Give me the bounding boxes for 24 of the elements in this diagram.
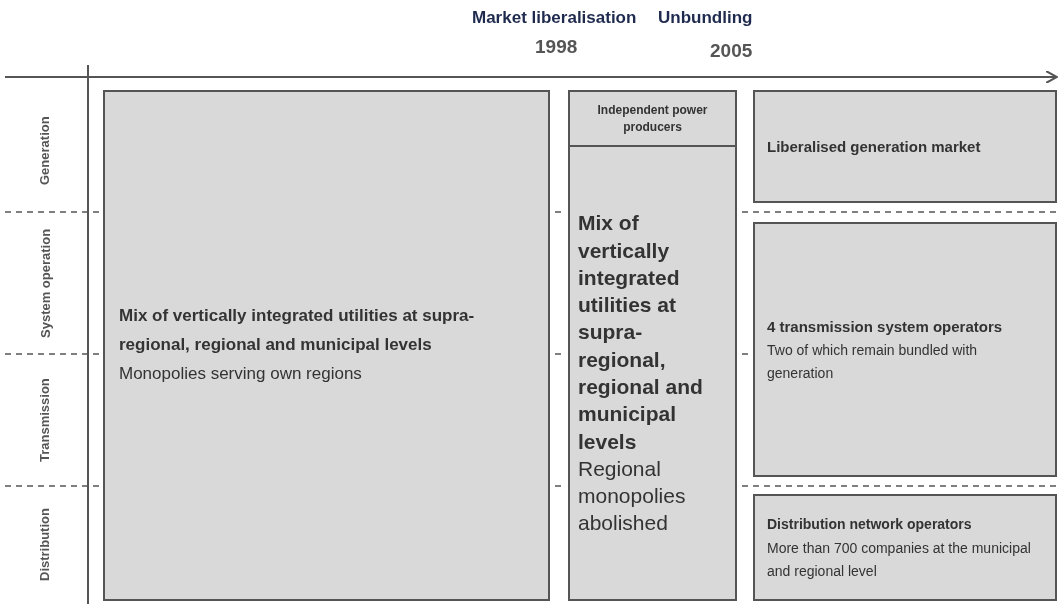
row-label: Distribution: [35, 507, 53, 584]
box-text: Monopolies serving own regions: [119, 362, 363, 385]
box-heading: Mix of vertically integrated utilities at supra-regional, regional and municipal levels: [578, 210, 704, 455]
box-text: Regional monopolies abolished: [578, 455, 687, 537]
milestone-title: Market liberalisation: [472, 8, 637, 28]
milestone-year: 1998: [535, 36, 578, 58]
box-heading: Mix of vertically integrated utilities at supra-regional, regional and municipal levels: [119, 305, 476, 357]
stage-box: [568, 90, 737, 147]
row-label: Generation: [35, 115, 53, 188]
row-label: Transmission: [35, 377, 53, 464]
box-heading: Independent power producers: [596, 101, 709, 136]
milestone-title: Unbundling: [658, 8, 753, 28]
box-text: More than 700 companies at the municipal and regional level: [767, 539, 1032, 581]
milestone-year: 2005: [710, 40, 753, 62]
box-heading: Liberalised generation market: [767, 137, 982, 157]
box-text: Two of which remain bundled with generation: [767, 341, 979, 383]
stage-box: [103, 90, 550, 601]
stage-box: [753, 494, 1057, 601]
box-heading: Distribution network operators: [767, 514, 973, 534]
row-label: System operation: [36, 227, 54, 340]
stage-box: [753, 222, 1057, 477]
stage-box: [568, 145, 737, 601]
stage-box: [753, 90, 1057, 203]
box-heading: 4 transmission system operators: [767, 317, 1004, 338]
